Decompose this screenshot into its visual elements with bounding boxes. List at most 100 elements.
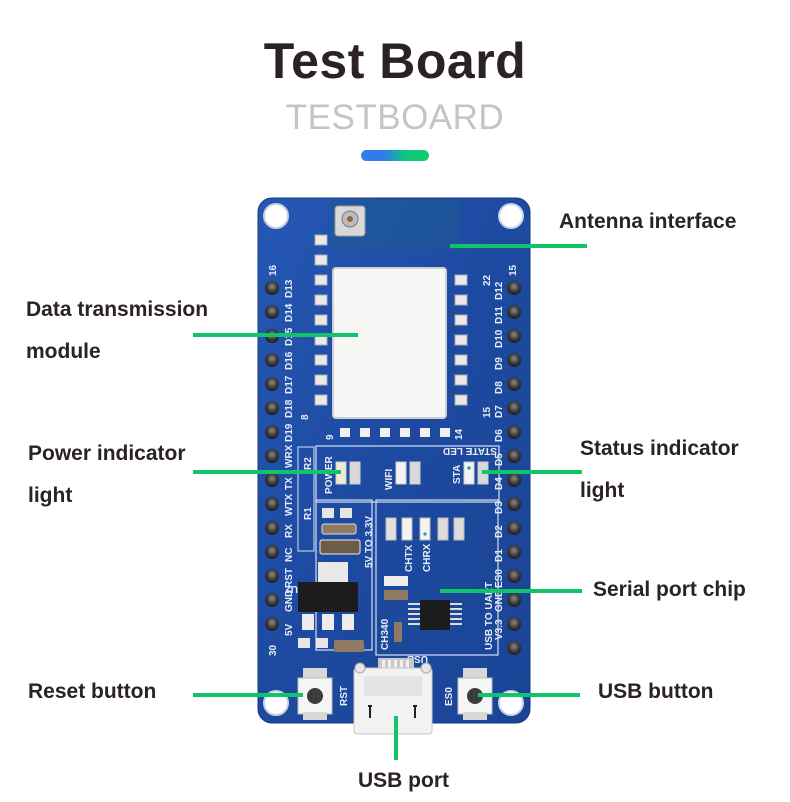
silk-usb: USB: [407, 653, 428, 664]
pin-label: 5V: [284, 623, 295, 636]
silk-wifi: WIFI: [384, 469, 395, 490]
right-header-pins: [507, 281, 521, 655]
module-pin-number: 14: [454, 428, 465, 440]
leader-data-module: [193, 333, 358, 337]
module-pin-number: 22: [482, 274, 493, 286]
pin-label: D16: [284, 351, 295, 370]
page-subtitle: TESTBOARD: [285, 98, 505, 137]
pin-label: ES0: [494, 569, 505, 588]
silk-es0: ES0: [444, 687, 455, 706]
callout-usb-button: USB button: [598, 680, 714, 703]
callout-usb-port: USB port: [358, 769, 449, 792]
capacitor: [384, 576, 408, 586]
pin-label: GND: [284, 590, 295, 612]
module-pads-bottom: [340, 428, 450, 437]
uart-leds: [385, 517, 465, 541]
mounting-hole: [263, 690, 289, 716]
pin-label: D7: [494, 405, 505, 418]
silk-chrx: CHRX: [422, 543, 433, 572]
pin-label: 30: [268, 644, 279, 656]
pin-label: 16: [268, 264, 279, 276]
pin-label: V3.3: [494, 619, 505, 640]
pin-label: WTX: [284, 493, 295, 516]
module-pin-number: 9: [325, 434, 336, 440]
reset-button-icon: [297, 668, 333, 720]
silk-ch340: CH340: [380, 618, 391, 650]
module-pads-right: [454, 274, 468, 406]
callout-status-led-line2: light: [580, 479, 625, 502]
module-pin-number: 15: [482, 406, 493, 418]
left-header-pins: [265, 281, 279, 631]
pin-label: D8: [494, 381, 505, 394]
silk-5v-to-3v3: 5V TO 3.3V: [364, 516, 375, 568]
silk-chtx: CHTX: [404, 544, 415, 572]
antenna-connector-icon: [334, 205, 366, 237]
leader-usb-button: [478, 693, 580, 697]
leader-usb-port: [394, 716, 398, 760]
callout-serial-port-chip: Serial port chip: [593, 578, 746, 601]
pin-label: D3: [494, 501, 505, 514]
callout-power-led-line2: light: [28, 484, 73, 507]
usb-uart-section-outline: [375, 499, 499, 656]
module-pads-left: [314, 234, 328, 406]
leader-status-led: [482, 470, 582, 474]
capacitor: [384, 590, 408, 600]
capacitor: [334, 640, 364, 652]
data-transmission-module: [332, 267, 447, 419]
pin-label: D19: [284, 423, 295, 442]
leader-serial-chip: [440, 589, 582, 593]
silk-power: POWER: [324, 455, 335, 494]
led-section-outline: [315, 445, 500, 503]
leader-antenna: [450, 244, 587, 248]
callout-power-led-line1: Power indicator: [28, 442, 186, 465]
callout-reset-button: Reset button: [28, 680, 157, 703]
voltage-regulator-chip: [298, 582, 358, 612]
silk-usb-to-uart: USB TO UART: [484, 582, 495, 650]
module-pin-number: 8: [300, 414, 311, 420]
leader-power-led: [193, 470, 341, 474]
accent-divider: [361, 150, 429, 161]
mounting-hole: [498, 690, 524, 716]
pin-label: D2: [494, 525, 505, 538]
capacitor: [321, 523, 357, 535]
pin-label: D13: [284, 279, 295, 298]
callout-antenna-interface: Antenna interface: [559, 210, 737, 233]
silk-r2: R2: [303, 457, 314, 470]
page-title: Test Board: [263, 33, 527, 89]
pin-label: D18: [284, 399, 295, 418]
pin-label: RX: [284, 524, 295, 538]
pin-label: D1: [494, 549, 505, 562]
pin-label: RST: [284, 568, 295, 588]
pin-label: D10: [494, 329, 505, 348]
silk-r1: R1: [303, 507, 314, 520]
callout-data-module-line2: module: [26, 340, 101, 363]
wifi-led-icon: [395, 461, 421, 485]
callout-data-module-line1: Data transmission: [26, 298, 209, 321]
pin-label: 15: [508, 264, 519, 276]
usb-button-icon: [457, 668, 493, 720]
regulator-tab: [318, 562, 348, 584]
serial-port-chip: [408, 600, 462, 630]
usb-port-icon: [353, 658, 433, 735]
leader-reset-button: [193, 693, 303, 697]
callout-status-led-line1: Status indicator: [580, 437, 739, 460]
pin-label: WRX: [284, 444, 295, 468]
pin-label: D12: [494, 281, 505, 300]
silk-sta: STA: [452, 465, 463, 484]
silk-u2: U2: [285, 583, 298, 594]
mounting-hole: [498, 203, 524, 229]
pin-label: D6: [494, 429, 505, 442]
pin-label: TX: [284, 477, 295, 490]
pin-label: D11: [494, 306, 505, 324]
capacitor: [394, 622, 402, 642]
pin-label: NC: [284, 548, 295, 562]
silk-rst: RST: [339, 686, 350, 706]
silk-state-led: STATE LED: [443, 445, 497, 456]
left-pin-labels: 16 D13 D14 D15 D16 D17 D18 D19 WRX TX WT…: [268, 264, 295, 656]
pin-label: GND: [494, 590, 505, 612]
capacitor: [319, 539, 361, 555]
mounting-hole: [263, 203, 289, 229]
pin-label: D17: [284, 375, 295, 394]
pin-label: D14: [284, 303, 295, 322]
resistor-pad-area: [297, 446, 315, 552]
